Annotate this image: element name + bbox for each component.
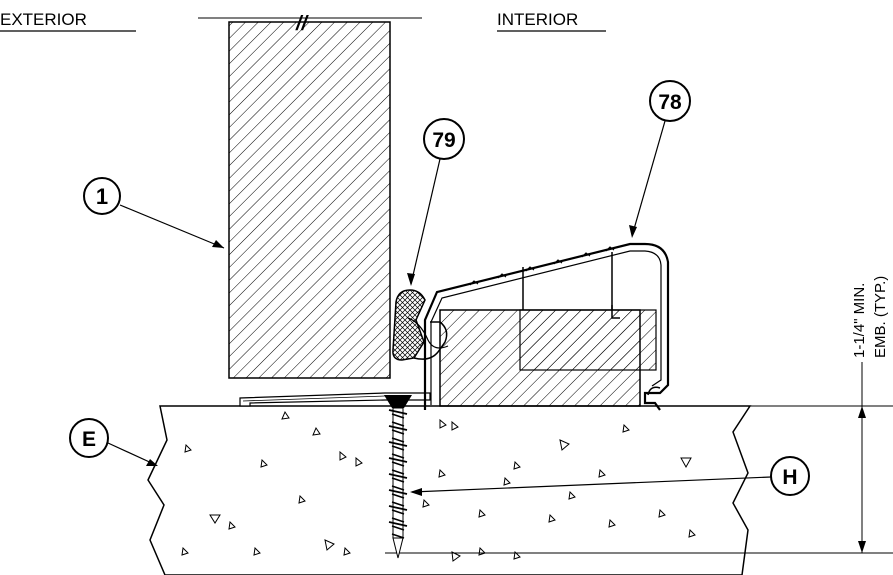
anchor-screw xyxy=(384,395,412,559)
weatherstrip-79 xyxy=(392,289,449,361)
dimension-line1: 1-1/4" MIN. xyxy=(851,283,868,358)
threshold-78 xyxy=(423,242,670,411)
svg-text:1: 1 xyxy=(96,184,108,209)
callout-78: 78 xyxy=(629,80,691,238)
callout-1: 1 xyxy=(83,177,225,249)
exterior-label: EXTERIOR xyxy=(0,10,87,29)
callout-H: H xyxy=(410,456,810,496)
interior-label: INTERIOR xyxy=(497,10,578,29)
svg-text:79: 79 xyxy=(432,129,455,152)
callout-79: 79 xyxy=(407,118,465,286)
svg-text:H: H xyxy=(782,466,797,489)
embedment-dimension: 1-1/4" MIN. EMB. (TYP.) xyxy=(750,276,893,553)
svg-text:E: E xyxy=(82,428,96,451)
door-slab xyxy=(228,21,391,379)
svg-text:78: 78 xyxy=(658,91,682,114)
callout-E: E xyxy=(69,418,158,466)
dimension-line2: EMB. (TYP.) xyxy=(872,276,889,358)
